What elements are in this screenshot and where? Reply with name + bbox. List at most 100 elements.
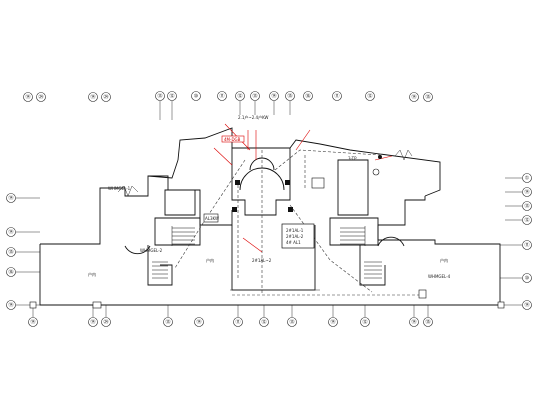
svg-text:㉔: ㉔ — [103, 319, 108, 326]
axis-bubble: ⑭ — [328, 317, 338, 327]
center-panel-box — [281, 223, 315, 249]
axis-bubble: ⑫ — [167, 91, 177, 101]
center-box3-label: 4# AL1 — [286, 240, 301, 245]
axis-bubble: ⑭ — [6, 227, 16, 237]
axis-bubble: ⑪ — [522, 240, 532, 250]
svg-text:⑭: ⑭ — [271, 93, 276, 100]
axis-leader-lines — [16, 101, 522, 317]
axis-bubble: ⑭ — [23, 92, 33, 102]
svg-text:⑬: ⑬ — [157, 93, 162, 100]
room-center-label: 户内 — [206, 257, 214, 263]
svg-text:⑭: ⑭ — [90, 319, 95, 326]
svg-text:⑭: ⑭ — [411, 94, 416, 101]
axis-bubble: ⑮ — [423, 92, 433, 102]
center-box2-label: 2#1AL-2 — [286, 234, 304, 239]
axis-bubble: ⑭ — [409, 92, 419, 102]
axis-bubble: ⑭ — [28, 317, 38, 327]
svg-text:⑮: ⑮ — [425, 94, 430, 101]
svg-text:⑯: ⑯ — [8, 269, 13, 276]
axis-bubble: ⑫ — [522, 215, 532, 225]
svg-text:⑬: ⑬ — [165, 319, 170, 326]
axis-bubble: ⑭ — [88, 92, 98, 102]
top-outlet-symbol — [378, 155, 382, 159]
svg-text:⑭: ⑭ — [8, 195, 13, 202]
svg-text:⑫: ⑫ — [169, 93, 174, 100]
top-panel-box — [221, 135, 245, 143]
axis-bubble: ⑭ — [522, 187, 532, 197]
axis-bubble: ⑪ — [332, 91, 342, 101]
svg-text:⑩: ⑩ — [525, 276, 530, 282]
axis-bubble: ⑭ — [6, 193, 16, 203]
axis-bubble: ⑬ — [287, 317, 297, 327]
lower-right-panel — [418, 289, 427, 299]
right-device-box — [311, 177, 325, 189]
svg-text:⑪: ⑪ — [524, 242, 529, 249]
svg-text:⑩: ⑩ — [194, 94, 199, 100]
svg-text:⑭: ⑭ — [524, 189, 529, 196]
svg-text:⑪: ⑪ — [235, 319, 240, 326]
axis-bubble: ⑪ — [217, 91, 227, 101]
axis-bubble: ⑫ — [360, 317, 370, 327]
distribution-boxes — [203, 135, 427, 299]
red-leaders — [213, 123, 393, 253]
svg-text:⑭: ⑭ — [25, 94, 30, 101]
left-panel-box — [203, 213, 219, 223]
svg-text:⑫: ⑫ — [237, 93, 242, 100]
top-cable-label: 2.1户~2.4户KW — [238, 114, 269, 120]
svg-text:⑮: ⑮ — [287, 93, 292, 100]
left-axis-bubbles: ⑭ ⑭ ⑮ ⑯ ⑭ — [6, 193, 16, 310]
svg-text:⑯: ⑯ — [305, 93, 310, 100]
bottom-axis-bubbles: ⑭ ⑭ ㉔ ⑬ ⑭ ⑪ ⑫ ⑬ ⑭ ⑫ ⑭ ⑮ — [28, 317, 433, 327]
axis-bubble: ⑬ — [163, 317, 173, 327]
svg-text:⑫: ⑫ — [524, 217, 529, 224]
axis-bubble: ⑩ — [522, 273, 532, 283]
axis-bubble: ⑭ — [6, 300, 16, 310]
room-right-label: 户内 — [440, 257, 448, 263]
svg-text:⑭: ⑭ — [411, 319, 416, 326]
svg-text:⑫: ⑫ — [362, 319, 367, 326]
lower-left-note: WHMGEL-2 — [140, 248, 163, 253]
svg-text:⑫: ⑫ — [367, 93, 372, 100]
axis-bubble: ⑮ — [423, 317, 433, 327]
axis-bubble: ⑭ — [409, 317, 419, 327]
svg-text:㉔: ㉔ — [103, 94, 108, 101]
axis-bubble: ⑫ — [235, 91, 245, 101]
axis-bubble: ⑭ — [88, 317, 98, 327]
axis-bubble: ⑬ — [155, 91, 165, 101]
axis-bubble: ⑭ — [194, 317, 204, 327]
axis-bubble: ⑭ — [269, 91, 279, 101]
axis-bubble: ① — [522, 173, 532, 183]
svg-text:⑭: ⑭ — [524, 302, 529, 309]
annotations: 2.1户~2.4户KW 4M-DGB 3-TP WHMGEL-1 AL3KW 2… — [88, 114, 451, 279]
break-lines — [117, 149, 413, 197]
left-stair-block — [124, 189, 201, 286]
axis-bubble: ⑩ — [191, 91, 201, 101]
right-axis-bubbles: ① ⑭ ⑬ ⑫ ⑪ ⑩ ⑭ — [522, 173, 532, 310]
axis-bubble: ㉔ — [36, 92, 46, 102]
svg-text:⑭: ⑭ — [8, 302, 13, 309]
axis-bubble: ⑪ — [233, 317, 243, 327]
svg-text:⑮: ⑮ — [8, 249, 13, 256]
left-panel-label: AL3KW — [205, 216, 219, 221]
right-outlet-symbol — [372, 168, 380, 176]
lower-right-note: WHMGEL-4 — [428, 274, 451, 279]
svg-text:①: ① — [525, 176, 530, 182]
left-cable-label: WHMGEL-1 — [108, 186, 131, 191]
axis-bubble: ⑫ — [365, 91, 375, 101]
svg-text:⑫: ⑫ — [261, 319, 266, 326]
center-box1-label: 2#1AL-1 — [286, 228, 304, 233]
axis-bubble: ⑬ — [250, 91, 260, 101]
svg-text:⑪: ⑪ — [334, 93, 339, 100]
axis-bubble: ⑭ — [522, 300, 532, 310]
right-cable-label: 3-TP — [348, 156, 357, 161]
axis-bubble: ㉔ — [101, 317, 111, 327]
axis-bubble: ⑯ — [6, 267, 16, 277]
svg-text:⑬: ⑬ — [252, 93, 257, 100]
building-outline — [39, 127, 501, 306]
svg-text:⑭: ⑭ — [90, 94, 95, 101]
cable-runs — [174, 149, 425, 296]
svg-text:⑬: ⑬ — [524, 203, 529, 210]
axis-bubble: ⑬ — [522, 201, 532, 211]
svg-text:⑭: ⑭ — [196, 319, 201, 326]
